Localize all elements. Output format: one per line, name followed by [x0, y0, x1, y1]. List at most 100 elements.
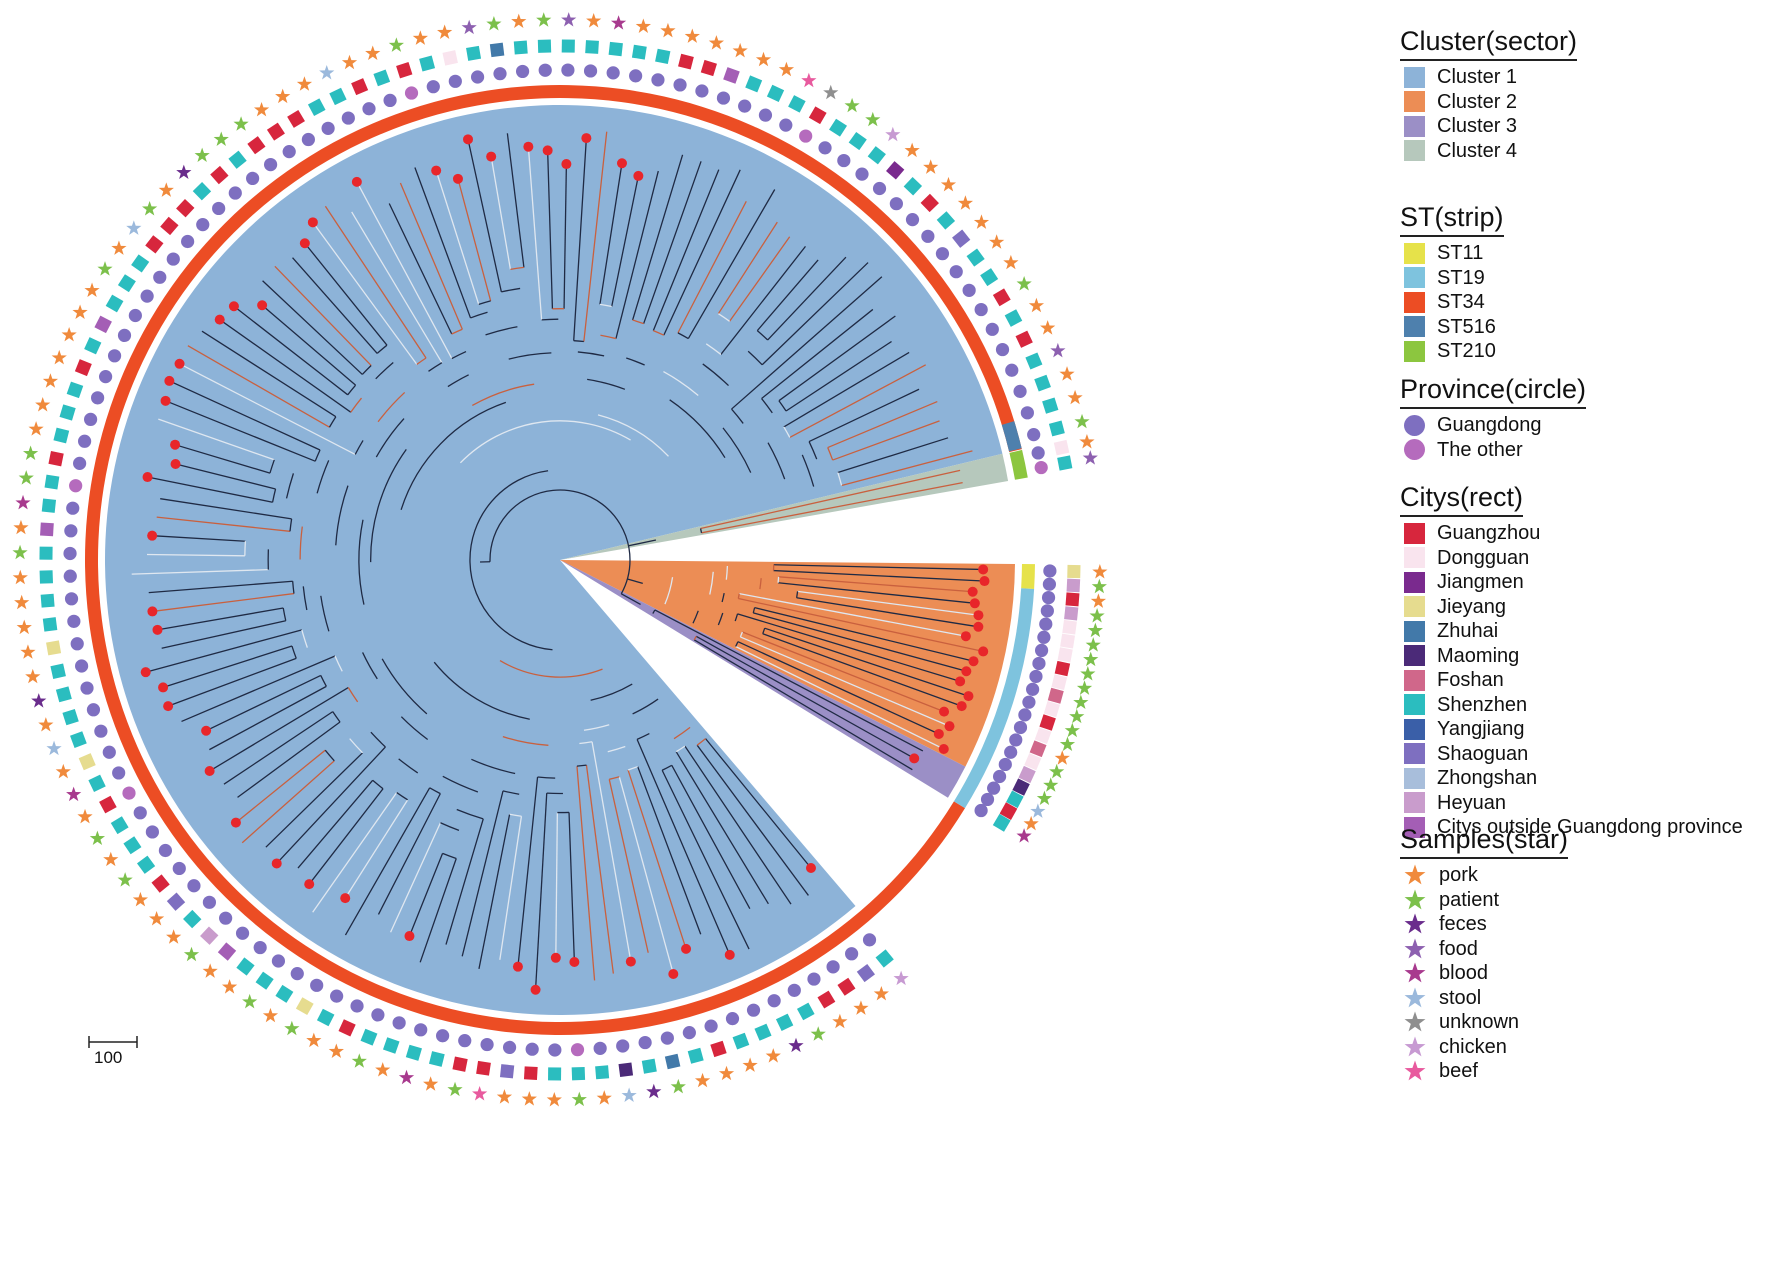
- color-swatch: [1404, 694, 1425, 716]
- province-circle: [525, 1042, 539, 1056]
- city-rect: [145, 235, 164, 254]
- city-rect: [42, 617, 58, 632]
- highlighted-tip-marker: [271, 858, 282, 869]
- city-rect: [316, 1008, 335, 1027]
- province-circle: [458, 1034, 472, 1048]
- province-circle: [371, 1008, 385, 1022]
- sample-star: [375, 1062, 391, 1077]
- sample-star: [1085, 637, 1101, 652]
- city-rect: [287, 110, 305, 128]
- city-rect: [548, 1067, 562, 1081]
- city-rect: [537, 39, 552, 53]
- highlighted-tip-marker: [431, 165, 442, 176]
- province-circle: [921, 229, 935, 243]
- city-rect: [1042, 397, 1059, 414]
- legend-samples-title: Samples(star): [1400, 824, 1569, 859]
- cluster-2-sector: [560, 560, 1015, 767]
- legend-st-item: ST19: [1400, 266, 1504, 291]
- province-circle: [253, 940, 267, 955]
- sample-star: [111, 240, 127, 255]
- province-circle: [122, 786, 136, 800]
- highlighted-tip-marker: [805, 863, 816, 874]
- province-circle: [330, 989, 344, 1003]
- legend-label: blood: [1439, 962, 1488, 984]
- legend-label: Shaoguan: [1437, 742, 1529, 765]
- highlighted-tip-marker: [973, 610, 984, 621]
- sample-star: [957, 195, 974, 210]
- sample-star: [194, 147, 210, 163]
- province-circle: [219, 911, 233, 925]
- province-circle: [128, 308, 142, 323]
- legend-cluster-item: Cluster 1: [1400, 65, 1577, 90]
- province-circle: [94, 724, 108, 738]
- highlighted-tip-marker: [158, 682, 169, 693]
- sample-star: [38, 717, 54, 732]
- city-rect: [88, 774, 106, 793]
- city-rect: [1057, 647, 1073, 663]
- province-circle: [107, 349, 122, 363]
- city-rect: [266, 122, 285, 141]
- highlighted-tip-marker: [307, 217, 318, 228]
- sample-star: [20, 644, 36, 659]
- star-icon: [1403, 937, 1427, 961]
- highlighted-tip-marker: [257, 300, 268, 311]
- highlighted-tip-marker: [967, 586, 978, 597]
- city-rect: [1018, 765, 1036, 784]
- sample-star: [718, 1065, 735, 1081]
- province-circle: [166, 252, 180, 266]
- province-circle: [228, 186, 242, 200]
- legend-samples-item: unknown: [1400, 1010, 1568, 1035]
- city-rect: [571, 1066, 586, 1081]
- province-circle: [271, 954, 286, 968]
- province-circle: [682, 1026, 696, 1040]
- city-rect: [1048, 420, 1065, 437]
- legend-label: Cluster 4: [1437, 139, 1518, 162]
- province-circle: [426, 80, 440, 94]
- city-rect: [1025, 352, 1043, 370]
- city-rect: [687, 1047, 704, 1064]
- legend-samples-item: chicken: [1400, 1035, 1568, 1060]
- city-rect: [192, 182, 212, 201]
- sample-star: [1023, 815, 1039, 831]
- highlighted-tip-marker: [938, 744, 949, 755]
- city-rect-ring: [39, 39, 1081, 1081]
- sample-star: [28, 421, 44, 436]
- color-swatch: [1404, 291, 1425, 313]
- city-rect: [1064, 606, 1079, 621]
- sample-star: [1074, 413, 1090, 429]
- color-swatch: [1404, 242, 1425, 264]
- province-circle: [593, 1041, 607, 1055]
- legend-label: unknown: [1439, 1011, 1520, 1033]
- province-circle: [470, 70, 485, 84]
- sample-star: [621, 1087, 637, 1103]
- highlighted-tip-marker: [530, 984, 541, 995]
- color-swatch: [1404, 547, 1425, 569]
- sample-star: [77, 808, 93, 824]
- city-rect: [920, 193, 939, 213]
- city-rect: [105, 294, 124, 313]
- sample-star: [1091, 578, 1107, 594]
- city-rect: [59, 404, 76, 421]
- legend-label: ST34: [1437, 291, 1485, 313]
- province-circle: [63, 569, 77, 583]
- star-icon: [1403, 1010, 1427, 1034]
- city-rect: [489, 42, 505, 58]
- city-rect: [608, 41, 623, 57]
- province-circle: [606, 66, 620, 80]
- city-rect: [723, 67, 740, 84]
- tip-markers: [140, 133, 990, 995]
- city-rect: [200, 926, 219, 945]
- province-circle: [282, 145, 296, 159]
- legend-label: Shenzhen: [1437, 693, 1528, 716]
- star-icon: [1403, 888, 1427, 912]
- city-rect: [452, 1056, 468, 1072]
- province-circle: [158, 843, 173, 858]
- sample-star: [778, 61, 795, 77]
- legend-citys-item: Jiangmen: [1400, 570, 1743, 595]
- city-rect: [1057, 455, 1073, 471]
- highlighted-tip-marker: [968, 656, 979, 667]
- city-rect: [39, 570, 53, 584]
- sample-star: [660, 22, 676, 38]
